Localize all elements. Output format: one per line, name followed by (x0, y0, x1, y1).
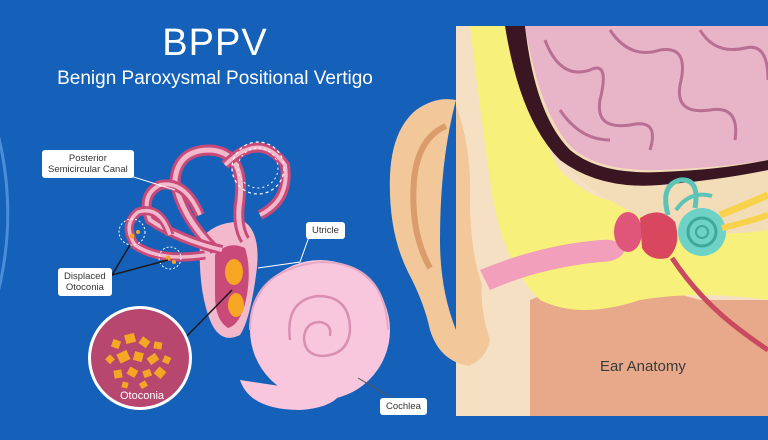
label-utricle: Utricle (306, 222, 345, 239)
callout-line-cochlea (357, 377, 393, 399)
label-ear-anatomy: Ear Anatomy (600, 358, 686, 375)
highlight-ring-small-2 (158, 246, 182, 270)
ear-cross-section (456, 26, 768, 416)
highlight-ring-small (118, 218, 146, 246)
label-cochlea: Cochlea (380, 398, 427, 415)
label-posterior-canal-line1: Posterior (68, 153, 107, 164)
label-otoconia: Otoconia (120, 390, 165, 402)
inner-ear-cochlea (678, 208, 726, 256)
page-title: BPPV (162, 22, 268, 64)
callout-line-displaced-1 (111, 244, 131, 276)
label-displaced-otoconia: Displaced Otoconia (58, 268, 112, 296)
semicircular-canals (124, 142, 291, 262)
ear-canal (480, 239, 625, 290)
highlight-ring (231, 141, 285, 195)
label-posterior-canal-line2: Semicircular Canal (48, 164, 128, 175)
label-displaced-line1: Displaced (64, 271, 106, 282)
highlight-ring-inner (237, 147, 279, 189)
page-subtitle: Benign Paroxysmal Positional Vertigo (57, 68, 373, 89)
label-posterior-canal: Posterior Semicircular Canal (42, 150, 134, 178)
decorative-arc (0, 136, 10, 291)
outer-ear (456, 105, 490, 365)
callout-line-utricle (257, 233, 311, 269)
callout-line-displaced-2 (111, 259, 169, 276)
callout-line-otoconia (184, 289, 233, 339)
label-displaced-line2: Otoconia (65, 282, 104, 293)
outer-ear-edge (389, 99, 470, 366)
otoconia-crystals (105, 332, 172, 390)
cochlea-diagram (240, 260, 390, 410)
